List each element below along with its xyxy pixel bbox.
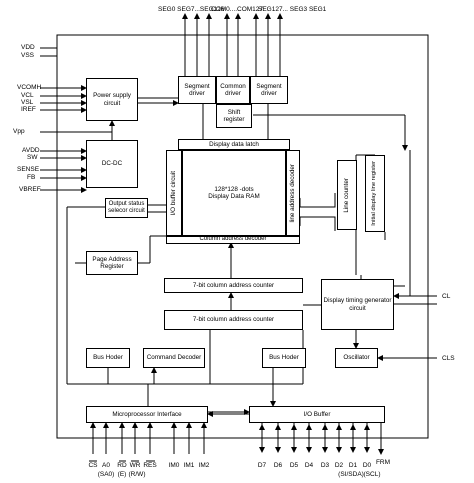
page-address-register: Page Address Register [86,251,138,275]
pin-sw: SW [27,154,38,161]
chip-outline [56,34,429,439]
ram-name-label: Display Data RAM [208,193,260,200]
column-counter-lower: 7-bit column address counter [164,310,303,330]
pin-scl: (SCL) [363,471,381,478]
pin-im2: IM2 [198,462,210,469]
pin-sense: SENSE [17,166,40,173]
output-status-selector-label: Output status selecor circuit [108,201,145,214]
column-address-decoder: Column address decoder [166,236,300,244]
seg127-seg1-label: SEG127... SEG3 SEG1 [258,6,327,13]
io-buffer: I/O Buffer [249,406,385,423]
column-counter-upper-label: 7-bit column address counter [192,281,275,289]
bus-holder-right-label: Bus Hoder [269,354,299,362]
pin-cl: CL [442,293,451,300]
display-timing-generator: Display timing generator circuit [321,279,394,330]
pin-d3: D3 [320,462,330,469]
pin-cs: CS [88,462,98,469]
output-status-selector: Output status selecor circuit [105,198,148,218]
line-address-decoder-label: line address decoder [289,163,297,223]
shift-register-label: Shift register [223,108,245,124]
microprocessor-interface-label: Microprocessor Interface [112,410,182,418]
pin-e: (E) [117,471,127,478]
common-driver: Common driver [216,76,250,104]
segment-driver-right-label: Segment driver [256,82,282,98]
line-counter-label: Line counter [343,177,351,213]
pin-sa0: (SA0) [97,471,115,478]
pin-a0: A0 [102,462,110,469]
pin-vsl: VSL [21,99,34,106]
display-data-ram: 128*128 -dots Display Data RAM [182,150,286,236]
pin-cls: CLS [442,355,455,362]
command-decoder-label: Command Decoder [146,354,202,362]
line-counter: Line counter [337,160,357,230]
pin-im1: IM1 [183,462,195,469]
pin-d6: D6 [273,462,283,469]
pin-res: RES [143,462,157,469]
pin-vbref: VBREF [19,186,41,193]
bus-holder-left: Bus Hoder [86,348,130,368]
pin-im0: IM0 [168,462,180,469]
pin-vcl: VCL [21,92,34,99]
pin-iref: IREF [21,106,36,113]
initial-display-line-register: Initial display line register [365,155,385,232]
power-supply-circuit: Power supply circuit [86,78,138,121]
pin-d7: D7 [257,462,267,469]
pin-d5: D5 [289,462,299,469]
pin-avdd: AVDD [22,147,40,154]
bus-holder-left-label: Bus Hoder [93,354,123,362]
line-address-decoder: line address decoder [286,150,300,236]
pin-d1: D1 [348,462,358,469]
io-buffer-circuit-label: I/O buffer circuit [170,170,178,216]
microprocessor-interface: Microprocessor Interface [86,406,208,423]
pin-d0: D0 [362,462,372,469]
pin-wr: WR [129,462,141,469]
column-counter-lower-label: 7-bit column address counter [192,316,275,324]
io-buffer-circuit: I/O buffer circuit [166,150,182,236]
io-buffer-label: I/O Buffer [303,410,331,418]
command-decoder: Command Decoder [143,348,205,368]
pin-rd: RD [117,462,127,469]
shift-register: Shift register [216,104,252,128]
pin-vss: VSS [21,52,35,59]
seg0-seg126-label: SEG0 SEG7...SEG126 [158,6,225,13]
column-address-decoder-label: Column address decoder [199,236,267,243]
pin-vdd: VDD [21,44,35,51]
column-counter-upper: 7-bit column address counter [164,278,303,293]
oscillator: Oscillator [335,348,378,368]
pin-si-sda: (SI/SDA) [338,471,364,478]
power-supply-label: Power supply circuit [93,92,131,107]
pin-rw: (R/W) [128,471,146,478]
segment-driver-right: Segment driver [250,76,288,104]
pin-d4: D4 [304,462,314,469]
oscillator-label: Oscillator [343,354,370,362]
ram-size-label: 128*128 -dots [214,185,254,193]
display-data-latch-label: Display data latch [209,140,259,148]
com-label: COM0....COM127 [211,6,264,13]
segment-driver-left-label: Segment driver [184,82,210,98]
pin-vcomh: VCOMH [17,84,42,91]
pin-vpp: Vpp [13,128,25,135]
display-timing-generator-label: Display timing generator circuit [323,297,392,312]
bus-holder-right: Bus Hoder [262,348,306,368]
segment-driver-left: Segment driver [178,76,216,104]
initial-display-line-register-label: Initial display line register [371,161,378,226]
page-address-register-label: Page Address Register [92,255,132,271]
dc-dc-converter: DC-DC [86,140,138,188]
pin-fb: FB [27,174,36,181]
display-data-latch: Display data latch [178,139,290,150]
pin-d2: D2 [334,462,344,469]
dc-dc-label: DC-DC [101,160,123,168]
common-driver-label: Common driver [220,82,246,98]
pin-frm: FRM [375,459,391,466]
